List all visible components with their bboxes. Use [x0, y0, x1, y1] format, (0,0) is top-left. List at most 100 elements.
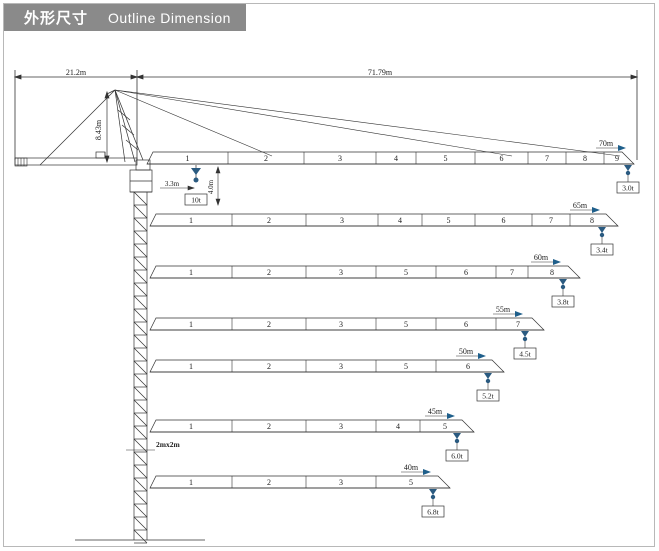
jib-section-label: 5	[443, 422, 447, 431]
jib-section-label: 1	[186, 154, 190, 163]
counter-jib-length-label: 21.2m	[66, 68, 87, 77]
hook-block	[625, 170, 631, 176]
radius-arrow-head	[553, 259, 561, 265]
mast-brace	[133, 217, 148, 232]
counter-jib	[14, 89, 138, 166]
jib-section-label: 6	[466, 362, 470, 371]
jib-section-label: 1	[189, 268, 193, 277]
top-dimension-line	[13, 70, 639, 160]
trolley-hook	[484, 373, 492, 379]
jib-radius-label: 70m	[599, 139, 614, 148]
mast-brace	[133, 295, 148, 310]
jib-section-label: 8	[590, 216, 594, 225]
mast-brace	[133, 412, 148, 427]
jib-section-label: 2	[267, 268, 271, 277]
jib-section-label: 3	[339, 320, 343, 329]
mast-brace	[133, 399, 148, 414]
tip-load-label: 3.0t	[622, 184, 634, 193]
jib-section-label: 3	[340, 216, 344, 225]
tip-load-label: 3.4t	[596, 246, 608, 255]
main-hook	[191, 165, 201, 183]
jib-section-label: 1	[189, 478, 193, 487]
jib-section-label: 5	[447, 216, 451, 225]
title-english: Outline Dimension	[108, 9, 231, 26]
jib-radius-label: 50m	[459, 347, 474, 356]
jib-section-label: 8	[550, 268, 554, 277]
trolley-offset-dim	[160, 185, 195, 191]
tower-head	[106, 89, 144, 163]
trolley-hook	[624, 165, 632, 171]
jib-section-label: 5	[409, 478, 413, 487]
trolley-hook	[429, 489, 437, 495]
jib-length-label: 71.79m	[368, 68, 393, 77]
jib-section-label: 2	[264, 154, 268, 163]
jib-section-label: 8	[583, 154, 587, 163]
tip-load-box	[476, 389, 500, 402]
mast-brace	[133, 490, 148, 505]
jib-section-label: 7	[510, 268, 514, 277]
jib-section-label: 7	[545, 154, 549, 163]
trolley-hook	[559, 279, 567, 285]
jib-section-label: 3	[338, 154, 342, 163]
tip-load-box	[421, 505, 445, 518]
mast-brace	[133, 360, 148, 375]
mast-brace	[133, 230, 148, 245]
mast-brace	[133, 204, 148, 219]
max-load-label: 10t	[191, 196, 202, 205]
hook-block	[560, 284, 566, 290]
radius-arrow-head	[478, 353, 486, 359]
jib-body	[149, 419, 475, 433]
radius-arrow-head	[515, 311, 523, 317]
mast-brace	[133, 191, 148, 206]
jib-pendants	[114, 89, 621, 157]
mast-brace	[133, 308, 148, 323]
tip-load-label: 6.8t	[427, 508, 439, 517]
jib-section-label: 2	[267, 422, 271, 431]
radius-arrow-head	[618, 145, 626, 151]
tip-load-box	[445, 449, 469, 462]
hook-block	[454, 438, 460, 444]
jib-radius-label: 40m	[404, 463, 419, 472]
hook-block	[599, 232, 605, 238]
jib-section-label: 5	[404, 320, 408, 329]
jib-radius-label: 45m	[428, 407, 443, 416]
jib-body	[149, 265, 581, 279]
jib-radius-label: 55m	[496, 305, 511, 314]
jib-section-label: 4	[394, 154, 398, 163]
jib-section-label: 2	[267, 362, 271, 371]
counterweight	[14, 157, 28, 167]
jib-section-label: 2	[267, 478, 271, 487]
jib-radius-label: 60m	[534, 253, 549, 262]
jib-radius-label: 65m	[573, 201, 588, 210]
jib-section-label: 6	[464, 268, 468, 277]
mast-brace	[133, 386, 148, 401]
mast-brace	[133, 347, 148, 362]
mast-brace	[133, 373, 148, 388]
jib-section-label: 3	[339, 362, 343, 371]
radius-arrow-head	[447, 413, 455, 419]
hook-block	[522, 336, 528, 342]
hook-drop-label: 4.0m	[207, 179, 215, 194]
jib-section-label: 6	[502, 216, 506, 225]
mast-brace	[133, 451, 148, 466]
mast-brace	[133, 425, 148, 440]
hook-block	[485, 378, 491, 384]
jib-section-label: 4	[396, 422, 400, 431]
jib-section-label: 9	[615, 154, 619, 163]
mast-brace	[133, 503, 148, 518]
trolley-hook	[598, 227, 606, 233]
jib-body	[149, 475, 451, 489]
jib-section-label: 4	[398, 216, 402, 225]
tip-load-box	[513, 347, 537, 360]
hook-block	[430, 494, 436, 500]
jib-section-label: 5	[444, 154, 448, 163]
jib-section-label: 7	[516, 320, 520, 329]
tip-load-box	[616, 181, 640, 194]
tip-load-box	[590, 243, 614, 256]
